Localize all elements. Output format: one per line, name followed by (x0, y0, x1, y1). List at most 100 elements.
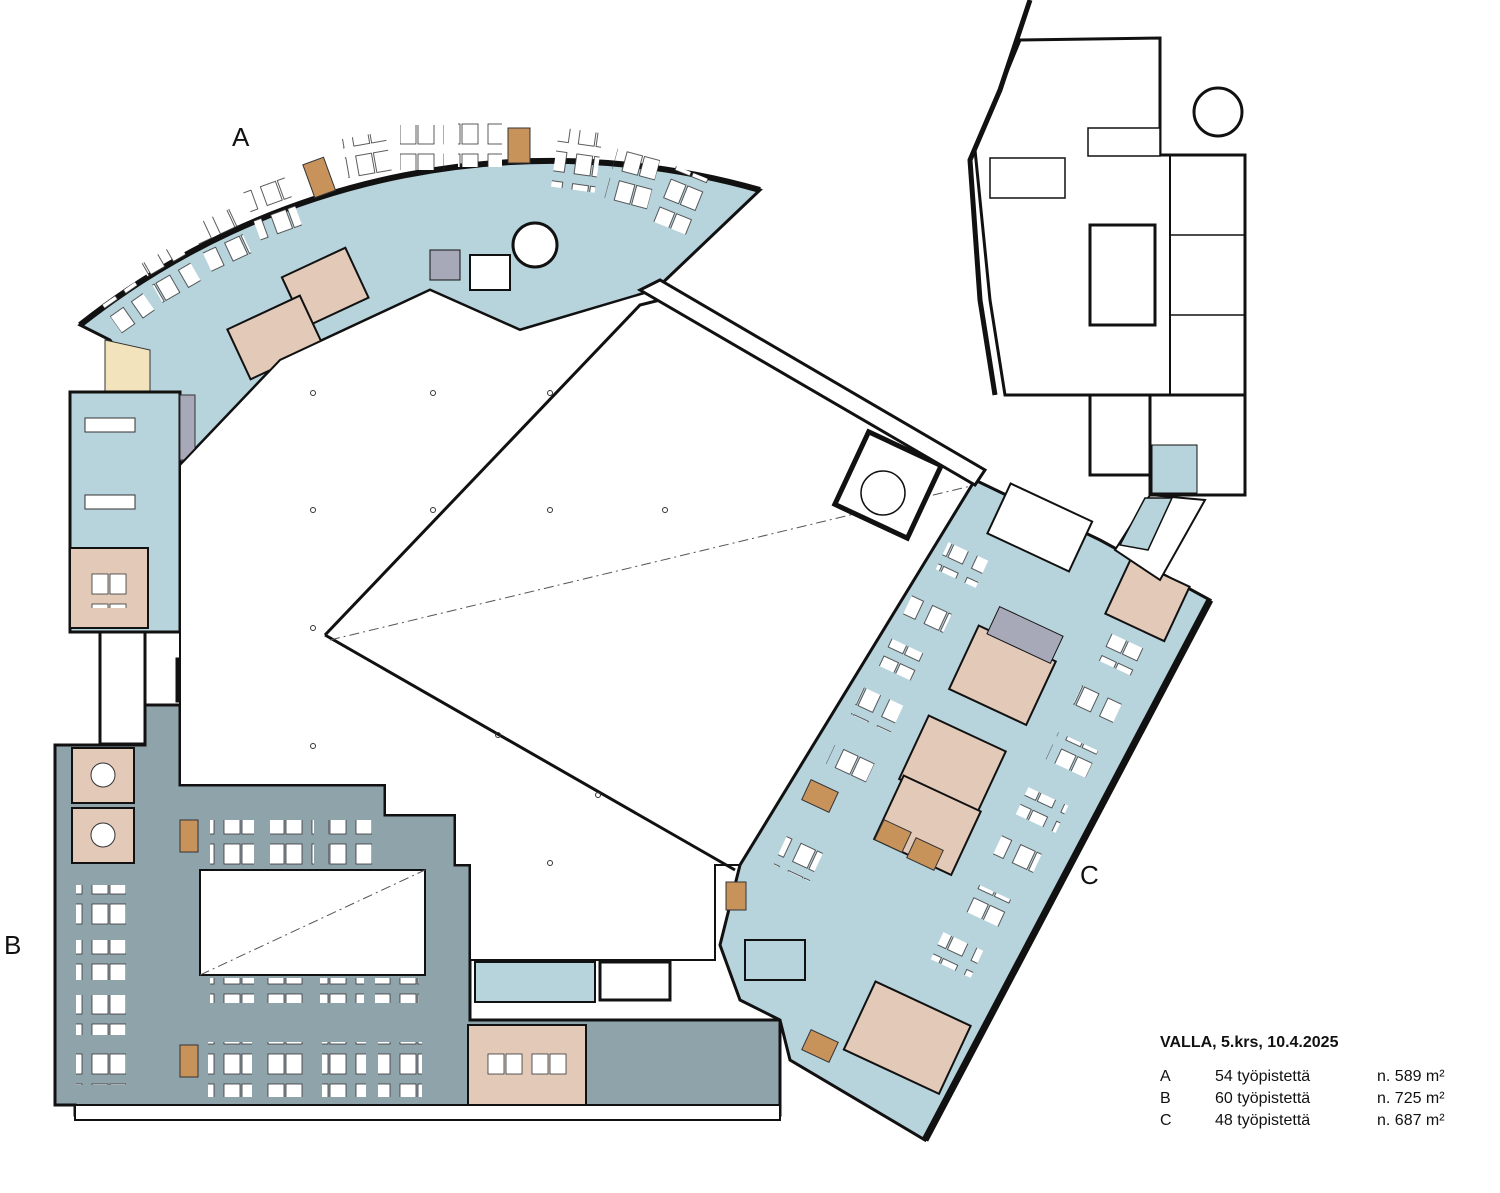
desk-cluster (102, 282, 158, 338)
bridge-floor (636, 278, 988, 488)
desk-cluster (322, 1042, 366, 1097)
desk-cluster (208, 1042, 252, 1097)
legend-row-c: C 48 työpistettä n. 687 m² (1160, 1110, 1480, 1132)
service-room (469, 254, 511, 291)
link-bridge (636, 278, 1207, 582)
desk-cluster (875, 637, 929, 683)
desk-cluster (960, 882, 1014, 928)
legend-title: VALLA, 5.krs, 10.4.2025 (1160, 1034, 1339, 1051)
phone-booth (179, 819, 199, 853)
legend-zone: A (1160, 1068, 1171, 1085)
desk-row (84, 417, 136, 433)
desk-cluster (990, 832, 1044, 878)
legend-workstations: 60 työpistettä (1215, 1090, 1311, 1107)
round-table (90, 762, 116, 788)
tower-facade (967, 0, 1033, 396)
desk-cluster (328, 820, 372, 865)
legend-zone: C (1160, 1112, 1172, 1129)
wc-room (474, 961, 596, 1003)
zone-label-b: B (4, 930, 22, 960)
desk-cluster (378, 1042, 422, 1097)
zone-label-a: A (232, 122, 250, 152)
zone-a-area (77, 122, 763, 469)
legend-zone: B (1160, 1090, 1171, 1107)
desk-cluster (935, 542, 989, 588)
desk-cluster (400, 125, 444, 170)
legend-row-a: A 54 työpistettä n. 589 m² (1160, 1066, 1480, 1088)
column-markers (310, 390, 668, 866)
void-diagonal (199, 869, 426, 976)
wc-room (1151, 444, 1198, 494)
desk-cluster (551, 127, 603, 193)
stair-core (1088, 393, 1152, 477)
sofa (84, 494, 136, 510)
desk-cluster (265, 1042, 309, 1097)
desk-cluster (930, 932, 984, 978)
desk-cluster (650, 164, 710, 236)
desk-cluster (1095, 632, 1149, 678)
desk-cluster (1045, 732, 1099, 778)
room (98, 630, 147, 746)
bridge-floor (1118, 497, 1174, 551)
phone-booth (801, 779, 839, 813)
zone-label-c: C (1080, 860, 1099, 890)
desk-cluster (76, 940, 126, 980)
room (598, 960, 672, 1002)
meeting-room (842, 980, 973, 1096)
desk-cluster (850, 687, 904, 733)
desk-cluster (1015, 787, 1069, 833)
desk-cluster (270, 820, 314, 865)
phone-booth (507, 127, 531, 164)
west-corridor (68, 390, 261, 781)
meeting-table (480, 1050, 570, 1080)
desk-cluster (210, 978, 254, 1003)
desk-cluster (210, 820, 254, 865)
phone-booth (801, 1029, 839, 1063)
desk-cluster (76, 995, 126, 1035)
ne-tower (967, 0, 1247, 497)
desk-cluster (773, 828, 827, 882)
spiral-stair (1192, 86, 1244, 138)
legend-workstations: 54 työpistettä (1215, 1068, 1311, 1085)
wc-room (986, 482, 1094, 573)
desk-cluster (76, 1045, 126, 1085)
phone-booth (725, 881, 747, 911)
spiral-stair-core (860, 470, 906, 516)
spiral-stair (831, 428, 945, 542)
desk-cluster (76, 885, 126, 925)
desk-cluster (375, 978, 419, 1003)
legend-workstations: 48 työpistettä (1215, 1112, 1311, 1129)
desk-cluster (900, 592, 954, 638)
room (989, 157, 1066, 199)
central-atrium (179, 288, 977, 961)
desk-cluster (825, 737, 879, 783)
zone-c-outer-wall (921, 598, 1214, 1142)
lounge-area (104, 339, 151, 396)
desk-cluster (242, 174, 303, 241)
desk-cluster (265, 978, 309, 1003)
legend-area: n. 687 m² (1377, 1112, 1445, 1129)
wc-room (744, 939, 806, 981)
legend-area: n. 589 m² (1377, 1068, 1445, 1085)
legend-row-b: B 60 työpistettä n. 725 m² (1160, 1088, 1480, 1110)
phone-booth (302, 156, 337, 199)
legend: VALLA, 5.krs, 10.4.2025 A 54 työpistettä… (1160, 1034, 1480, 1132)
desk-cluster (1070, 682, 1124, 728)
service-room (986, 605, 1064, 665)
desk-cluster (190, 208, 254, 277)
round-table (90, 822, 116, 848)
desk-cluster (341, 131, 393, 184)
desk-cluster (140, 242, 204, 308)
zone-c-area (718, 478, 1214, 1143)
desk-cluster (320, 978, 364, 1003)
meeting-room (71, 807, 135, 864)
south-wall (74, 1104, 781, 1121)
stair-core (511, 221, 559, 269)
room (1087, 127, 1161, 157)
meeting-table (88, 568, 128, 608)
lift-core (1088, 223, 1157, 327)
zone-b-area (53, 703, 782, 1121)
legend-area: n. 725 m² (1377, 1090, 1445, 1107)
atrium-void (179, 288, 977, 961)
